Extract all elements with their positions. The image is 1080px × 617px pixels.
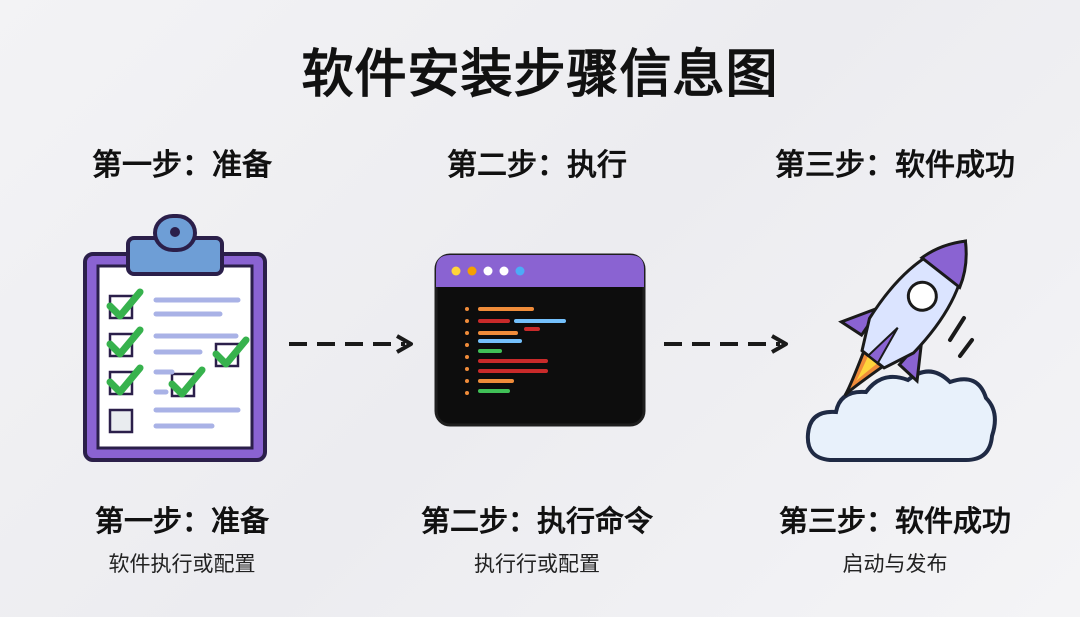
step-3-name: 第三步：软件成功 [778, 504, 1011, 538]
step-2-name: 第二步：执行命令 [420, 504, 653, 538]
step-2-description: 执行行或配置 [474, 552, 600, 576]
dashed-arrow-2 [664, 334, 788, 354]
dashed-arrow-1 [289, 334, 413, 354]
clipboard-checklist-icon [83, 214, 267, 462]
step-2-header: 第二步：执行 [447, 148, 627, 183]
step-3-description: 启动与发布 [842, 552, 948, 576]
step-1-header: 第一步：准备 [92, 148, 272, 183]
terminal-window-icon [434, 253, 646, 427]
page-title: 软件安装步骤信息图 [301, 45, 779, 105]
step-1-name: 第一步：准备 [94, 504, 269, 538]
step-3-header: 第三步：软件成功 [775, 148, 1015, 183]
rocket-launch-icon [805, 239, 997, 462]
step-1-description: 软件执行或配置 [108, 552, 256, 576]
